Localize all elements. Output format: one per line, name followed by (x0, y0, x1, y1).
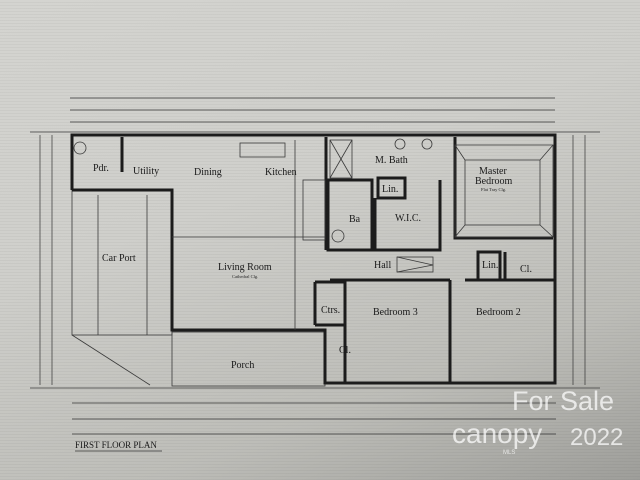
watermark-year: 2022 (570, 424, 624, 451)
room-note-living-room: Cathedral Clg. (232, 274, 258, 279)
room-label-ctrs: Ctrs. (321, 305, 340, 316)
room-label-m-bath: M. Bath (375, 155, 408, 166)
room-label-lin-2: Lin. (482, 260, 498, 271)
watermark-for-sale: For Sale (512, 386, 615, 416)
room-label-living-room: Living Room (218, 262, 272, 273)
room-label-cl-2: Cl. (339, 345, 351, 356)
room-labels: Pdr. Utility Dining Kitchen Car Port Liv… (93, 155, 532, 371)
room-label-kitchen: Kitchen (265, 167, 297, 178)
room-label-utility: Utility (133, 166, 159, 177)
room-label-bedroom-2: Bedroom 2 (476, 307, 521, 318)
dimension-lines (30, 97, 600, 435)
room-label-hall: Hall (374, 260, 391, 271)
room-label-pdr: Pdr. (93, 163, 109, 174)
plan-details (73, 138, 554, 330)
room-label-dining: Dining (194, 167, 222, 178)
room-label-master: Master (479, 166, 507, 177)
room-label-lin: Lin. (382, 184, 398, 195)
room-label-bath: Ba (349, 214, 361, 225)
room-label-wic: W.I.C. (395, 213, 421, 224)
carport-porch-outline (71, 189, 326, 387)
room-label-car-port: Car Port (102, 253, 136, 264)
watermark-brand: canopy (452, 418, 543, 449)
room-label-porch: Porch (231, 360, 254, 371)
room-note-master-bedroom: Flat Tray Clg. (481, 187, 506, 192)
room-label-cl: Cl. (520, 264, 532, 275)
room-label-bedroom-3: Bedroom 3 (373, 307, 418, 318)
plan-title: FIRST FLOOR PLAN (75, 440, 157, 450)
watermark-brand-sub: MLS (503, 450, 516, 456)
room-label-master-bedroom: Bedroom (475, 176, 512, 187)
